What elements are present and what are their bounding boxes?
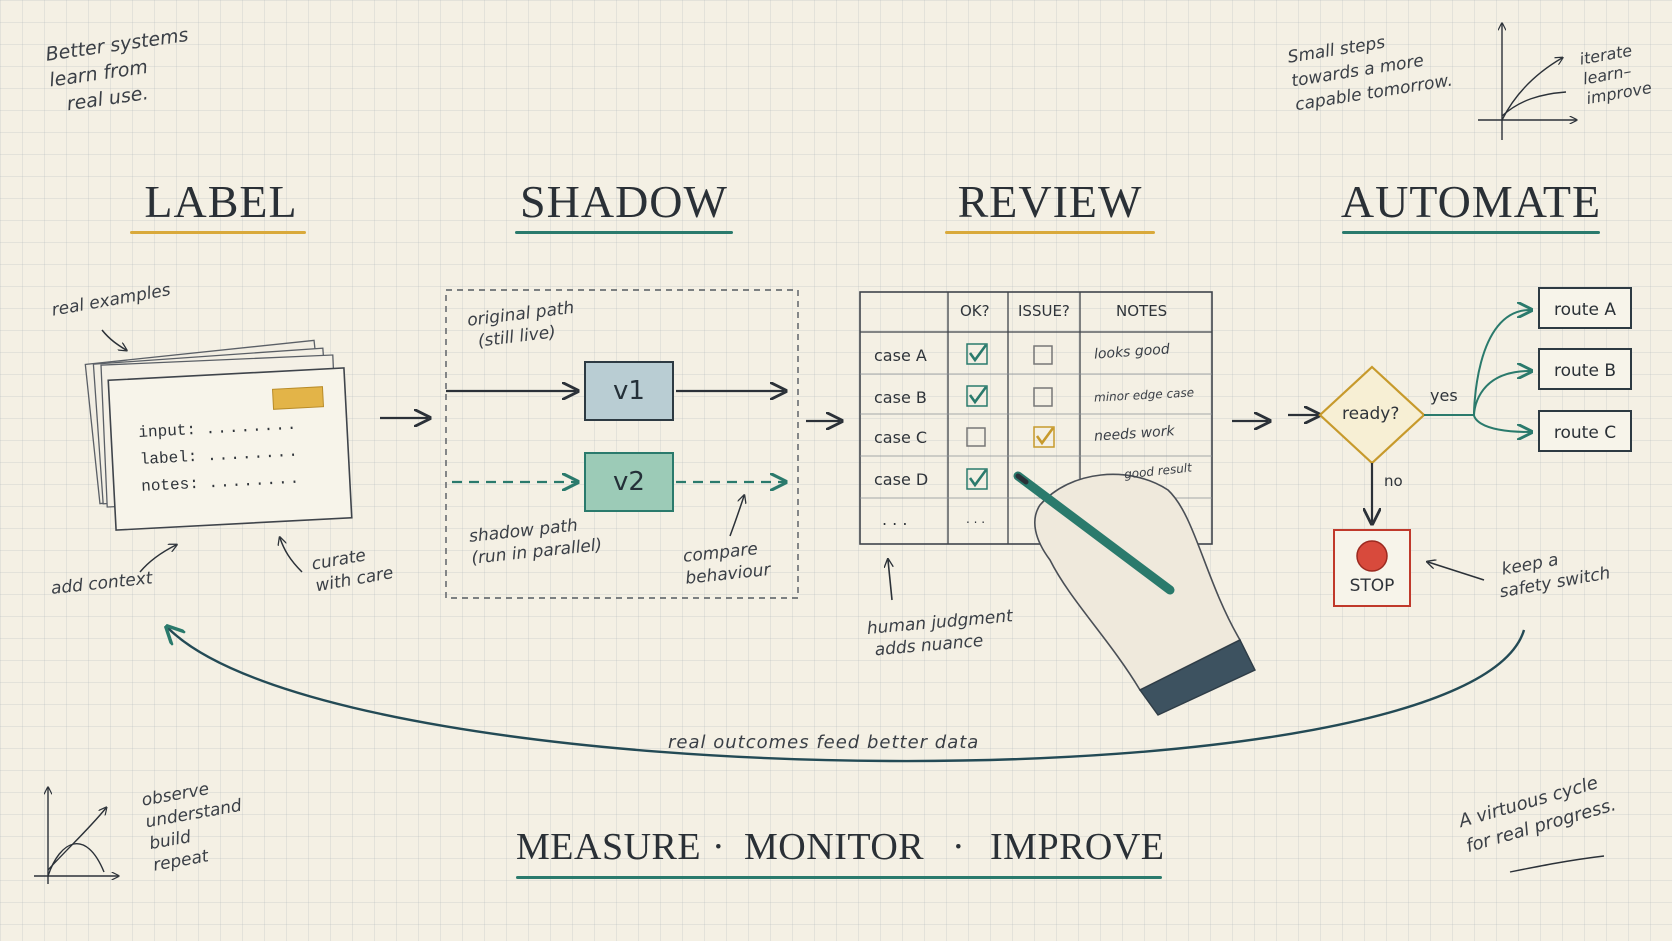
field-label-label: label: xyxy=(139,447,198,469)
heading-shadow-underline xyxy=(515,231,733,234)
note-compare: compare behaviour xyxy=(682,539,772,589)
review-header-ok: OK? xyxy=(960,302,990,320)
field-label-dots: ........ xyxy=(206,442,301,466)
note-bottom-left-chart: observe understand build repeat xyxy=(140,779,244,876)
version-v1-box: v1 xyxy=(584,361,674,421)
hand-with-pen xyxy=(1013,471,1256,716)
bottom-sep-1: · xyxy=(712,826,726,868)
route-a-box: route A xyxy=(1538,287,1632,329)
version-v2-box: v2 xyxy=(584,452,674,512)
branch-yes: yes xyxy=(1430,386,1458,405)
review-header-notes: NOTES xyxy=(1116,302,1168,320)
feedback-loop-arc xyxy=(168,628,1526,763)
card-fields: input: ........ label: ........ notes: .… xyxy=(138,416,302,505)
review-header-issue: ISSUE? xyxy=(1018,302,1070,320)
heading-shadow: SHADOW xyxy=(520,176,728,227)
bottom-measure: MEASURE xyxy=(516,826,702,868)
bottom-underline xyxy=(516,876,1162,879)
mini-chart-top-right xyxy=(1478,24,1576,140)
heading-label-underline xyxy=(130,231,306,234)
review-case-d: case D xyxy=(874,470,929,489)
route-b-box: route B xyxy=(1538,348,1632,390)
review-case-c: case C xyxy=(874,428,928,447)
field-input-label: input: xyxy=(138,420,197,442)
shadow-frame xyxy=(445,289,799,599)
review-case-b: case B xyxy=(874,388,927,407)
bottom-sep-2: · xyxy=(952,826,966,868)
mini-chart-bottom-left xyxy=(34,788,118,884)
checkboxes xyxy=(966,343,1055,490)
heading-label: LABEL xyxy=(144,176,298,227)
branch-no: no xyxy=(1384,472,1403,490)
field-notes-dots: ........ xyxy=(207,469,302,493)
review-case-a: case A xyxy=(874,346,927,365)
review-ellipsis-case: . . . xyxy=(882,510,908,529)
note-top-right-chart: iterate learn– improve xyxy=(1578,40,1654,109)
route-c-box: route C xyxy=(1538,410,1632,452)
bottom-improve: IMPROVE xyxy=(990,826,1165,868)
decision-label: ready? xyxy=(1342,404,1400,424)
example-cards xyxy=(84,339,353,531)
bottom-monitor: MONITOR xyxy=(744,826,925,868)
field-notes-label: notes: xyxy=(140,474,200,496)
feedback-loop-label: real outcomes feed better data xyxy=(668,732,980,753)
stop-label: STOP xyxy=(1349,576,1395,596)
field-input-dots: ........ xyxy=(205,415,299,439)
heading-review-underline xyxy=(945,231,1155,234)
heading-review: REVIEW xyxy=(957,176,1143,227)
heading-automate-underline xyxy=(1342,231,1600,234)
review-table xyxy=(859,291,1213,545)
review-ellipsis-ok: . . . xyxy=(966,512,986,526)
heading-automate: AUTOMATE xyxy=(1340,176,1602,227)
